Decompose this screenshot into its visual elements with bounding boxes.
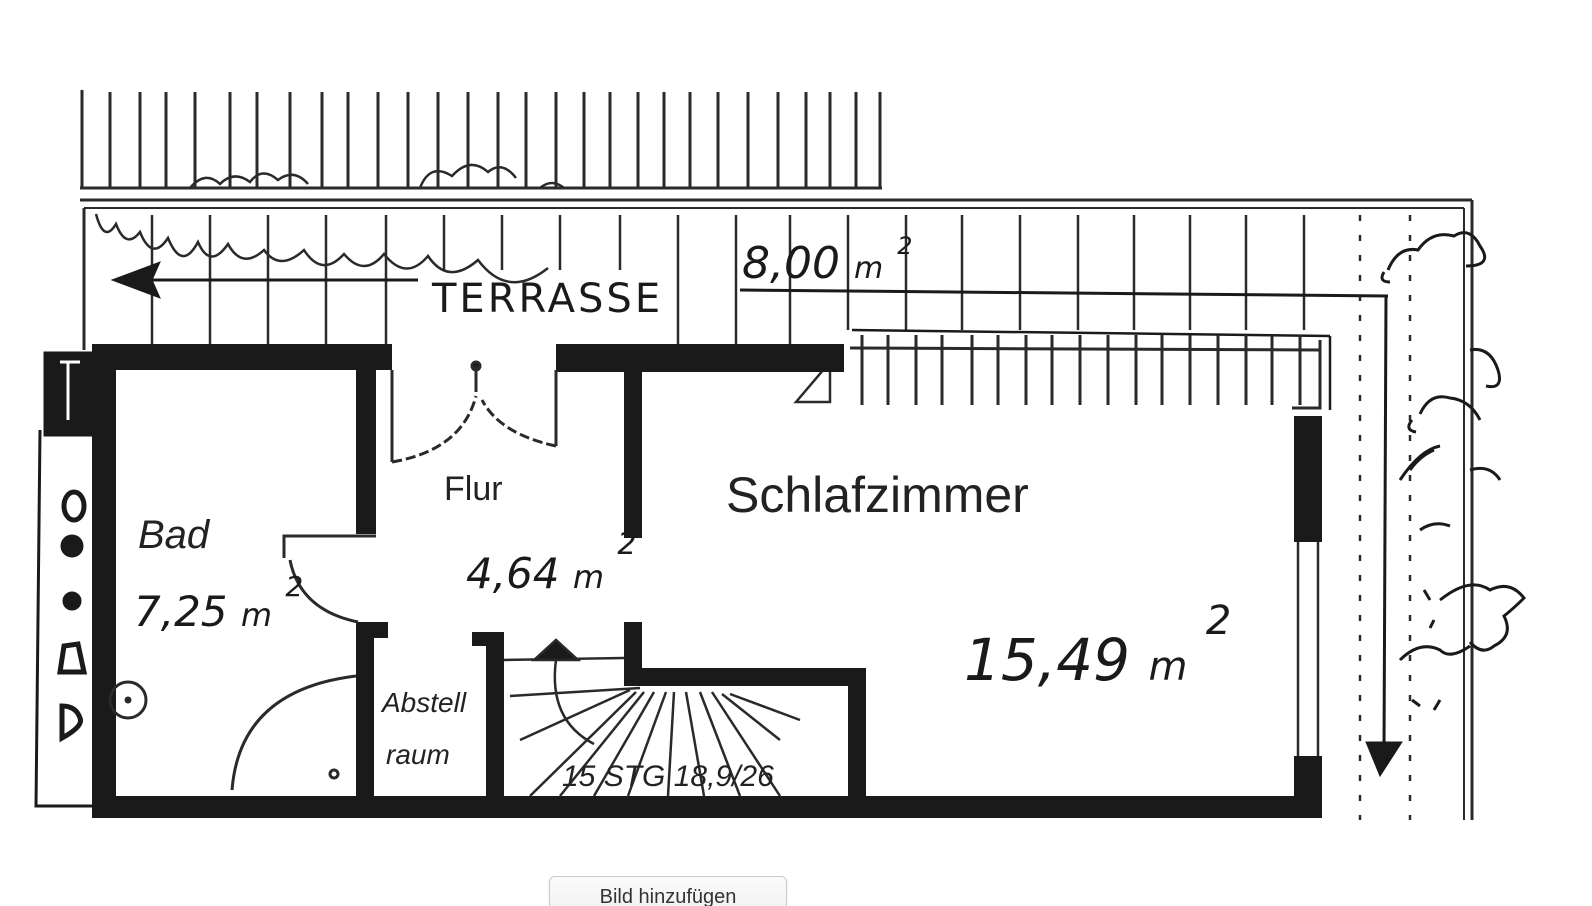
room-flur-area: 4,64 m 2 xyxy=(466,527,637,598)
add-image-button[interactable]: Bild hinzufügen xyxy=(549,876,787,906)
stairs-label: 15 STG 18,9/26 xyxy=(562,760,774,793)
walls xyxy=(92,344,1322,818)
terrace-label: TERRASSE xyxy=(431,276,663,322)
staircase xyxy=(503,638,801,797)
upper-railing xyxy=(80,90,882,190)
bad-door-frame xyxy=(282,534,376,624)
room-abstellraum-name-line1: Abstell xyxy=(380,687,467,718)
terrace-area: 8,00 m 2 xyxy=(742,232,912,289)
bedroom-railing xyxy=(793,335,1322,410)
plant-decoration xyxy=(1380,231,1526,711)
terrace-arrow xyxy=(110,261,1403,778)
right-window xyxy=(1296,542,1320,756)
room-flur-name: Flur xyxy=(444,470,503,508)
room-bad-area: 7,25 m 2 xyxy=(134,570,303,636)
installation-shaft xyxy=(34,351,93,808)
room-abstellraum-name-line2: raum xyxy=(386,739,450,770)
room-schlafzimmer-name: Schlafzimmer xyxy=(726,467,1029,523)
terrace-boundary xyxy=(80,198,1474,820)
doors xyxy=(108,360,558,791)
room-bad-name: Bad xyxy=(138,513,211,557)
floorplan-drawing: TERRASSE 8,00 m 2 xyxy=(34,90,1526,820)
room-schlafzimmer-area: 15,49 m 2 xyxy=(964,598,1231,694)
